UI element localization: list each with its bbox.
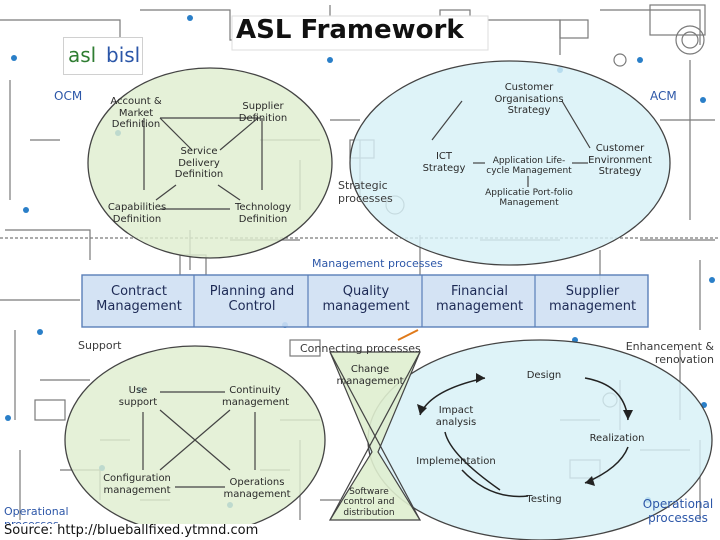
customer-environment-strategy: Customer Environment Strategy bbox=[588, 143, 652, 177]
realization: Realization bbox=[589, 433, 645, 444]
capabilities-definition: Capabilities Definition bbox=[107, 202, 167, 225]
continuity-management: Continuity management bbox=[222, 385, 289, 408]
technology-definition: Technology Definition bbox=[234, 202, 291, 225]
ict-strategy: ICT Strategy bbox=[422, 151, 466, 174]
impact-analysis: Impact analysis bbox=[435, 405, 477, 428]
implementation: Implementation bbox=[416, 456, 496, 467]
supplier-management: Supplier management bbox=[548, 284, 637, 314]
change-management: Change management bbox=[336, 364, 404, 387]
application-lifecycle-management: Application Life-cycle Management bbox=[486, 156, 572, 177]
source-caption: Source: http://blueballfixed.ytmnd.com bbox=[4, 523, 259, 539]
quality-management: Quality management bbox=[322, 284, 410, 314]
connecting-processes-label: Connecting processes bbox=[300, 342, 421, 355]
strategic-processes-label: Strategic processes bbox=[338, 179, 393, 205]
logo-bisl-text: bisl bbox=[106, 43, 141, 67]
ocm-label: OCM bbox=[54, 89, 83, 103]
testing: Testing bbox=[526, 494, 562, 505]
configuration-management: Configuration management bbox=[103, 473, 171, 496]
financial-management: Financial management bbox=[435, 284, 524, 314]
support-label: Support bbox=[78, 339, 122, 352]
management-processes-label: Management processes bbox=[312, 257, 443, 270]
planning-and-control: Planning and Control bbox=[209, 284, 295, 314]
design: Design bbox=[526, 370, 562, 381]
contract-management: Contract Management bbox=[96, 284, 182, 314]
service-delivery-definition: Service Delivery Definition bbox=[174, 146, 224, 180]
operational-processes-right: Operational processes bbox=[642, 497, 714, 525]
page-title: ASL Framework bbox=[236, 15, 464, 45]
supplier-definition: Supplier Definition bbox=[238, 101, 288, 124]
operations-management: Operations management bbox=[223, 477, 291, 500]
applicatie-portfolio-management: Applicatie Port-folio Management bbox=[485, 188, 573, 209]
enhancement-renovation-label: Enhancement & renovation bbox=[625, 340, 714, 366]
acm-label: ACM bbox=[650, 89, 677, 103]
use-support: Use support bbox=[118, 385, 158, 408]
account-market-definition: Account & Market Definition bbox=[110, 96, 162, 130]
software-control-distribution: Software control and distribution bbox=[343, 487, 395, 518]
customer-organisations-strategy: Customer Organisations Strategy bbox=[494, 82, 564, 116]
asl-bisl-logo: asl bisl bbox=[63, 37, 143, 75]
logo-asl-text: asl bbox=[68, 43, 97, 67]
